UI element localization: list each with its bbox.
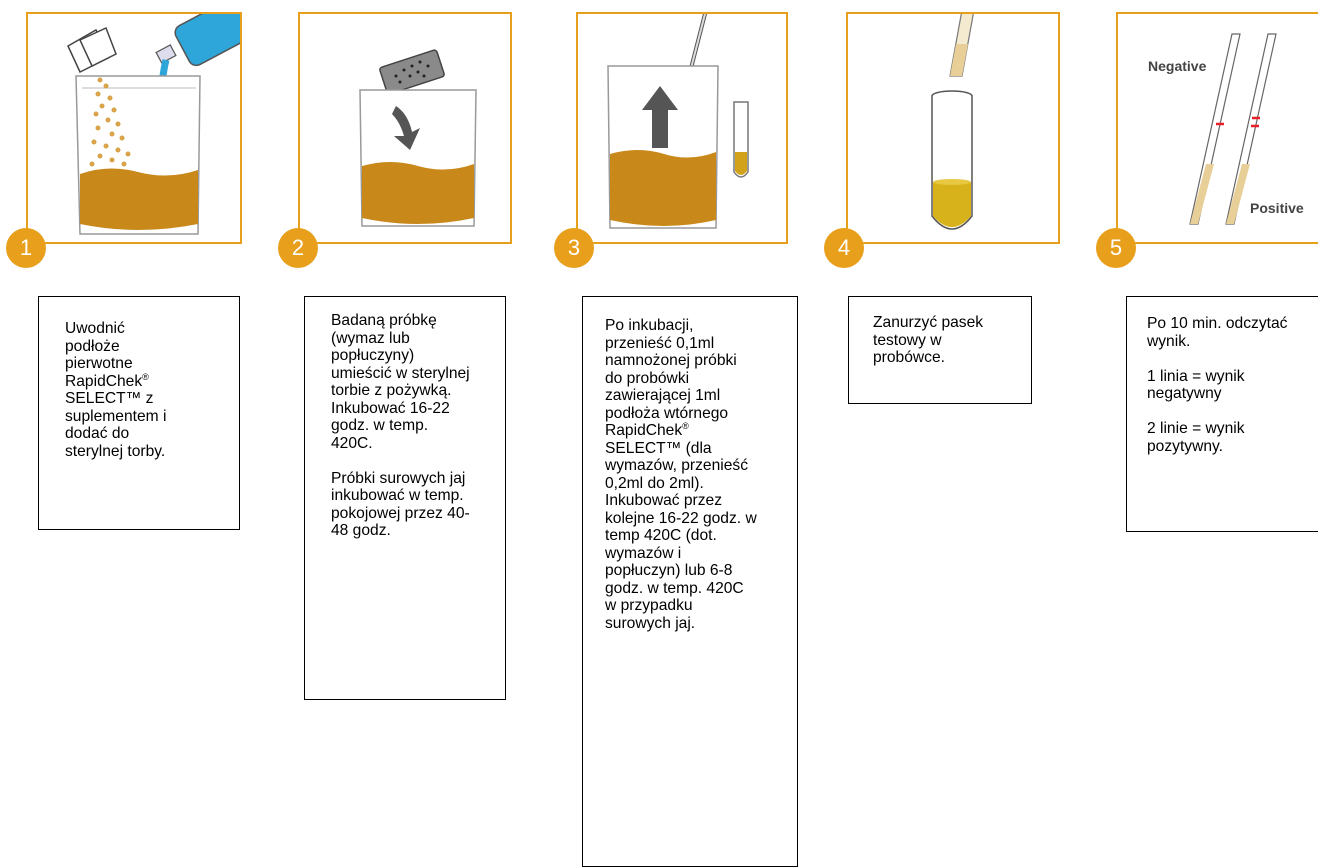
step-5-text-negative: 1 linia = wynik negatywny bbox=[1147, 367, 1245, 403]
step-5-text-positive: 2 linie = wynik pozytywny. bbox=[1147, 420, 1245, 455]
step-2-description: Badaną próbkę (wymaz lub popłuczyny) umi… bbox=[304, 296, 506, 700]
step-4-description: Zanurzyć pasek testowy w probówce. bbox=[848, 296, 1032, 404]
step-2-illustration bbox=[298, 12, 512, 244]
step-3-illustration bbox=[576, 12, 788, 244]
step-1-description: Uwodnić podłoże pierwotne RapidChek® SEL… bbox=[38, 296, 240, 530]
positive-label: Positive bbox=[1250, 200, 1304, 216]
supplement-packet-icon bbox=[67, 26, 117, 74]
negative-test-strip-icon bbox=[1189, 33, 1241, 225]
step-2-text-raw-eggs: Próbki surowych jaj inkubować w temp. po… bbox=[331, 469, 470, 540]
step-4-badge: 4 bbox=[824, 228, 864, 268]
test-tube-icon bbox=[733, 101, 749, 178]
step-4-text: Zanurzyć pasek testowy w probówce. bbox=[873, 314, 984, 366]
test-strip-icon bbox=[949, 14, 974, 77]
step-1-text: Uwodnić podłoże pierwotne RapidChek® SEL… bbox=[65, 320, 167, 460]
up-arrow-icon bbox=[642, 86, 678, 148]
step-1-illustration bbox=[26, 12, 242, 244]
step-3-text: Po inkubacji, przenieść 0,1ml namnożonej… bbox=[605, 317, 757, 632]
negative-label: Negative bbox=[1148, 58, 1207, 74]
sample-sponge-icon bbox=[379, 49, 445, 95]
step-5-text: Po 10 min. odczytać wynik. bbox=[1147, 315, 1288, 350]
down-arrow-icon bbox=[392, 106, 420, 150]
powder-granules-icon bbox=[89, 77, 131, 167]
positive-test-strip-icon bbox=[1225, 33, 1277, 225]
sterile-bag-icon bbox=[75, 75, 201, 235]
step-5-badge: 5 bbox=[1096, 228, 1136, 268]
step-1-badge: 1 bbox=[6, 228, 46, 268]
step-5-description: Po 10 min. odczytać wynik. 1 linia = wyn… bbox=[1126, 296, 1318, 532]
step-4-illustration bbox=[846, 12, 1060, 244]
test-tube-icon bbox=[931, 90, 973, 230]
step-3-badge: 3 bbox=[554, 228, 594, 268]
step-2-badge: 2 bbox=[278, 228, 318, 268]
step-2-text: Badaną próbkę (wymaz lub popłuczyny) umi… bbox=[331, 312, 470, 452]
sterile-bag-icon bbox=[359, 89, 477, 227]
step-3-description: Po inkubacji, przenieść 0,1ml namnożonej… bbox=[582, 296, 798, 867]
step-5-illustration: Negative Positive bbox=[1116, 12, 1318, 244]
